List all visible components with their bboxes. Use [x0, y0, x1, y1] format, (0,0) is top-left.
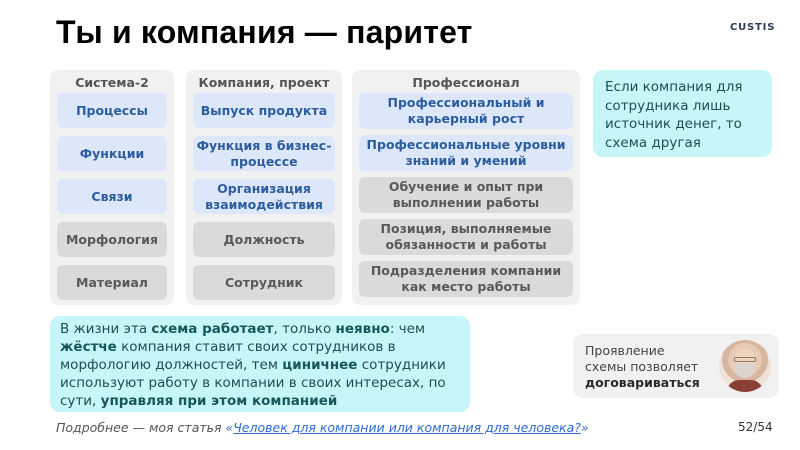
column-heading: Профессионал	[412, 75, 520, 90]
custis-logo: CUSTIS	[730, 22, 776, 33]
note-emphasis: жёстче	[60, 339, 117, 355]
cell-business-function: Функция в бизнес-процессе	[193, 136, 335, 171]
note-text: , только	[273, 321, 336, 337]
note-emphasis: неявно	[335, 321, 390, 337]
footer-reference: Подробнее — моя статья «Человек для комп…	[56, 420, 589, 435]
beard-shape	[735, 364, 755, 378]
note-emphasis: циничнее	[282, 357, 358, 373]
cell-morphology: Морфология	[57, 222, 167, 257]
cell-interaction-organization: Организация взаимодействия	[193, 179, 335, 214]
aside-emphasis: договариваться	[585, 375, 700, 390]
note-text: : чем	[389, 321, 426, 337]
note-text: сотрудники используют работу в компании …	[60, 357, 446, 409]
glasses-shape	[734, 357, 756, 362]
aside-line: схемы позволяет	[585, 359, 699, 374]
column-professional: Профессионал Профессиональный и карьерны…	[352, 70, 580, 305]
page-title: Ты и компания — паритет	[56, 14, 473, 50]
note-different-scheme: Если компания для сотрудника лишь источн…	[593, 70, 772, 157]
note-text: В жизни эта	[60, 321, 152, 337]
cell-processes: Процессы	[57, 93, 167, 128]
cell-career-growth: Профессиональный и карьерный рост	[359, 93, 573, 129]
column-company-project: Компания, проект Выпуск продукта Функция…	[186, 70, 342, 305]
open-quote: «	[225, 420, 234, 435]
aside-line: Проявление	[585, 343, 665, 358]
column-system-2: Система-2 Процессы Функции Связи Морфоло…	[50, 70, 174, 305]
article-link[interactable]: Человек для компании или компания для че…	[233, 420, 581, 435]
cell-links: Связи	[57, 179, 167, 214]
cell-duties: Позиция, выполняемые обязанности и работ…	[359, 219, 573, 255]
note-text: компания ставит своих сотрудников в морф…	[60, 339, 396, 373]
column-heading: Компания, проект	[198, 75, 330, 90]
cell-departments: Подразделения компании как место работы	[359, 261, 573, 297]
close-quote: »	[580, 420, 589, 435]
cell-position: Должность	[193, 222, 335, 257]
aside-negotiate: Проявление схемы позволяет договариватьс…	[573, 334, 779, 398]
cell-functions: Функции	[57, 136, 167, 171]
cell-training-experience: Обучение и опыт при выполнении работы	[359, 177, 573, 213]
avatar	[719, 340, 771, 392]
column-heading: Система-2	[75, 75, 149, 90]
cell-employee: Сотрудник	[193, 265, 335, 300]
note-emphasis: схема работает	[151, 321, 274, 337]
page-number: 52/54	[738, 420, 773, 434]
shirt-shape	[727, 380, 763, 392]
cell-material: Материал	[57, 265, 167, 300]
cell-product-release: Выпуск продукта	[193, 93, 335, 128]
note-emphasis: управляя при этом компанией	[100, 393, 338, 409]
cell-knowledge-levels: Профессиональные уровни знаний и умений	[359, 135, 573, 171]
footer-prefix: Подробнее — моя статья	[56, 420, 226, 435]
note-implicit-scheme: В жизни эта схема работает, только неявн…	[50, 316, 470, 412]
